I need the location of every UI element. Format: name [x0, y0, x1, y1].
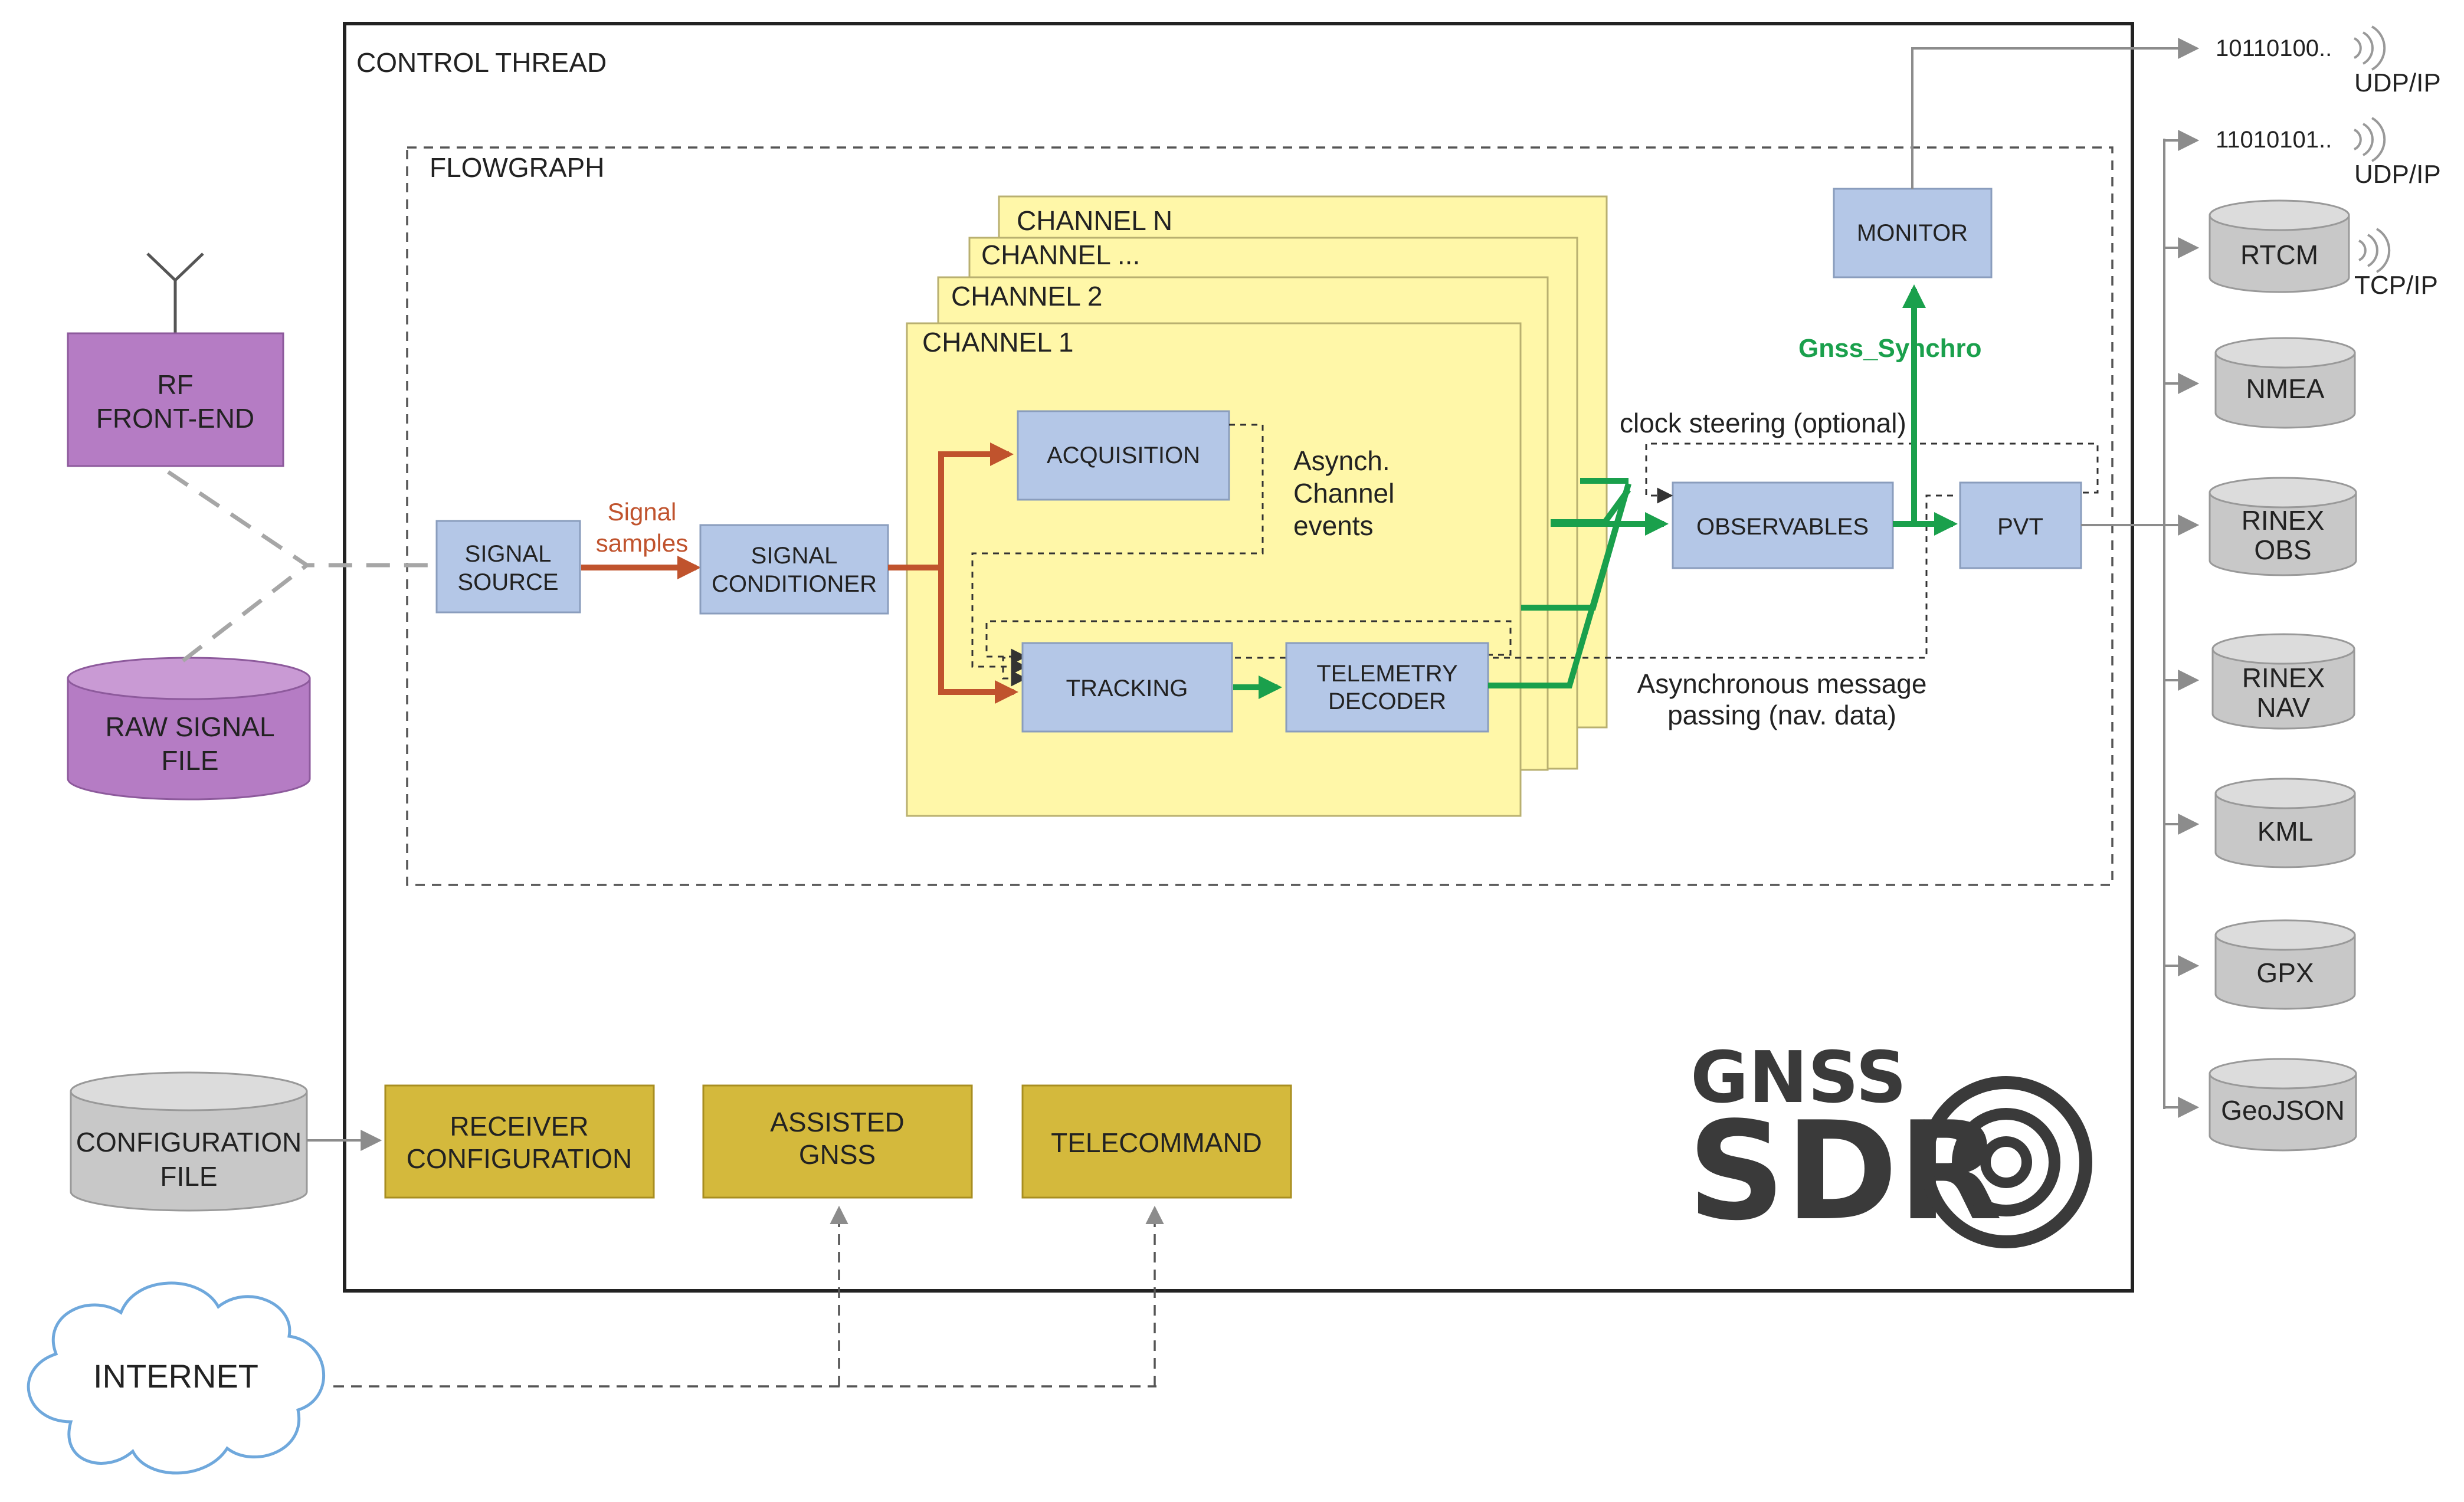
broadcast-icon-3 — [2358, 228, 2391, 273]
telecommand-box — [1021, 1084, 1292, 1199]
kml-label: KML — [2257, 816, 2314, 847]
monitor-label: MONITOR — [1857, 220, 1968, 246]
configuration-file-label-2: FILE — [160, 1161, 217, 1192]
rinex-nav-cylinder: RINEX NAV — [2211, 633, 2355, 730]
signal-source-label-1: SIGNAL — [465, 541, 552, 567]
internet-cloud-icon: INTERNET — [27, 1281, 326, 1475]
acquisition-box — [1017, 410, 1230, 501]
channel-stack: CHANNEL N CHANNEL ... CHANNEL 2 CHANNEL … — [906, 195, 1608, 817]
stream-2-bits: 11010101.. — [2216, 127, 2332, 153]
receiver-configuration-label-2: CONFIGURATION — [407, 1143, 632, 1174]
acquisition-event-loop — [971, 424, 1264, 675]
observables-label: OBSERVABLES — [1696, 514, 1869, 540]
monitor-to-stream-1-line — [1911, 38, 2200, 189]
channels-to-observables-arrows — [1488, 478, 1631, 688]
rf-to-source-dashed-line — [167, 470, 437, 568]
gpx-cylinder: GPX — [2214, 919, 2356, 1010]
signal-conditioner-box — [699, 524, 889, 615]
control-thread-label: CONTROL THREAD — [356, 47, 607, 78]
rtcm-protocol: TCP/IP — [2354, 271, 2438, 300]
logo-target-icon — [1912, 1076, 2092, 1248]
flowgraph-label: FLOWGRAPH — [430, 152, 604, 183]
logo-line-1: GNSS — [1690, 1037, 1906, 1119]
rtcm-label: RTCM — [2240, 240, 2318, 270]
antenna-icon — [146, 252, 204, 333]
internet-label: INTERNET — [93, 1357, 258, 1395]
broadcast-icon-2 — [2354, 117, 2386, 162]
signal-conditioner-label-2: CONDITIONER — [712, 571, 877, 597]
channel-2-label: CHANNEL 2 — [951, 281, 1102, 311]
rtcm-cylinder: RTCM — [2209, 199, 2350, 293]
channel-ellipsis-label: CHANNEL ... — [981, 240, 1140, 270]
file-to-source-dashed-line — [181, 563, 309, 663]
signal-source-box — [435, 520, 581, 614]
asynch-events-label-1: Asynch. — [1293, 445, 1390, 476]
signal-conditioner-label-1: SIGNAL — [751, 543, 838, 569]
channel-1-label: CHANNEL 1 — [922, 327, 1073, 358]
tracking-label: TRACKING — [1066, 675, 1188, 701]
assisted-gnss-label-1: ASSISTED — [770, 1107, 905, 1137]
pvt-label: PVT — [1997, 514, 2043, 540]
tracking-box — [1021, 642, 1233, 733]
telemetry-event-loop — [985, 620, 1512, 665]
acquisition-label: ACQUISITION — [1047, 442, 1200, 468]
rinex-obs-label-2: OBS — [2254, 534, 2311, 565]
pvt-box — [1959, 481, 2082, 569]
async-message-label-2: passing (nav. data) — [1667, 700, 1896, 730]
telemetry-decoder-label-2: DECODER — [1328, 688, 1446, 714]
nmea-label: NMEA — [2246, 373, 2325, 404]
configuration-file-label-1: CONFIGURATION — [76, 1127, 302, 1157]
stream-1-protocol: UDP/IP — [2354, 68, 2441, 97]
gnss-synchro-label: Gnss_Synchro — [1798, 334, 1982, 363]
asynch-events-label-2: Channel — [1293, 478, 1394, 509]
flowgraph-frame — [406, 146, 2114, 886]
rinex-nav-label-2: NAV — [2256, 692, 2310, 723]
branch-to-tracking-arrow — [938, 568, 1018, 704]
clock-steering-loop — [1645, 442, 2099, 504]
rf-front-end-label-2: FRONT-END — [96, 403, 254, 434]
raw-signal-file-label-1: RAW SIGNAL — [105, 711, 274, 742]
assisted-gnss-box — [702, 1084, 973, 1199]
clock-steering-label: clock steering (optional) — [1620, 408, 1906, 438]
signal-source-label-2: SOURCE — [457, 569, 558, 595]
rinex-nav-label-1: RINEX — [2242, 663, 2325, 693]
gnss-sdr-logo: GNSS SDR — [1688, 1037, 2092, 1251]
broadcast-icon-1 — [2354, 25, 2386, 71]
channel-1-box — [906, 322, 1522, 817]
assisted-gnss-label-2: GNSS — [799, 1139, 876, 1170]
kml-cylinder: KML — [2214, 778, 2356, 868]
monitor-box — [1833, 188, 1993, 278]
nmea-cylinder: NMEA — [2214, 337, 2356, 429]
asynch-events-label-3: events — [1293, 510, 1374, 541]
gpx-label: GPX — [2256, 957, 2314, 988]
async-message-label-1: Asynchronous message — [1637, 668, 1927, 699]
rf-front-end-box — [67, 332, 284, 467]
geojson-label: GeoJSON — [2221, 1095, 2345, 1126]
raw-signal-file-label-2: FILE — [161, 745, 218, 776]
telecommand-label: TELECOMMAND — [1051, 1127, 1262, 1158]
observables-box — [1672, 481, 1894, 569]
receiver-configuration-label-1: RECEIVER — [450, 1111, 588, 1142]
configuration-file-cylinder: CONFIGURATION FILE — [70, 1071, 308, 1212]
receiver-configuration-box — [384, 1084, 655, 1199]
signal-samples-label-2: samples — [596, 529, 688, 557]
rinex-obs-label-1: RINEX — [2242, 505, 2325, 536]
telemetry-decoder-label-1: TELEMETRY — [1316, 661, 1457, 687]
rf-front-end-label-1: RF — [157, 369, 193, 400]
channel-n-label: CHANNEL N — [1017, 205, 1172, 236]
rinex-obs-cylinder: RINEX OBS — [2209, 477, 2357, 576]
stream-1-bits: 10110100.. — [2216, 35, 2332, 61]
raw-signal-file-cylinder: RAW SIGNAL FILE — [67, 657, 311, 801]
geojson-cylinder: GeoJSON — [2209, 1058, 2357, 1152]
signal-samples-label-1: Signal — [608, 498, 677, 526]
telemetry-decoder-box — [1285, 642, 1489, 733]
control-thread-frame — [343, 22, 2134, 1293]
stream-2-protocol: UDP/IP — [2354, 160, 2441, 189]
branch-to-acquisition-arrow — [938, 442, 1014, 568]
